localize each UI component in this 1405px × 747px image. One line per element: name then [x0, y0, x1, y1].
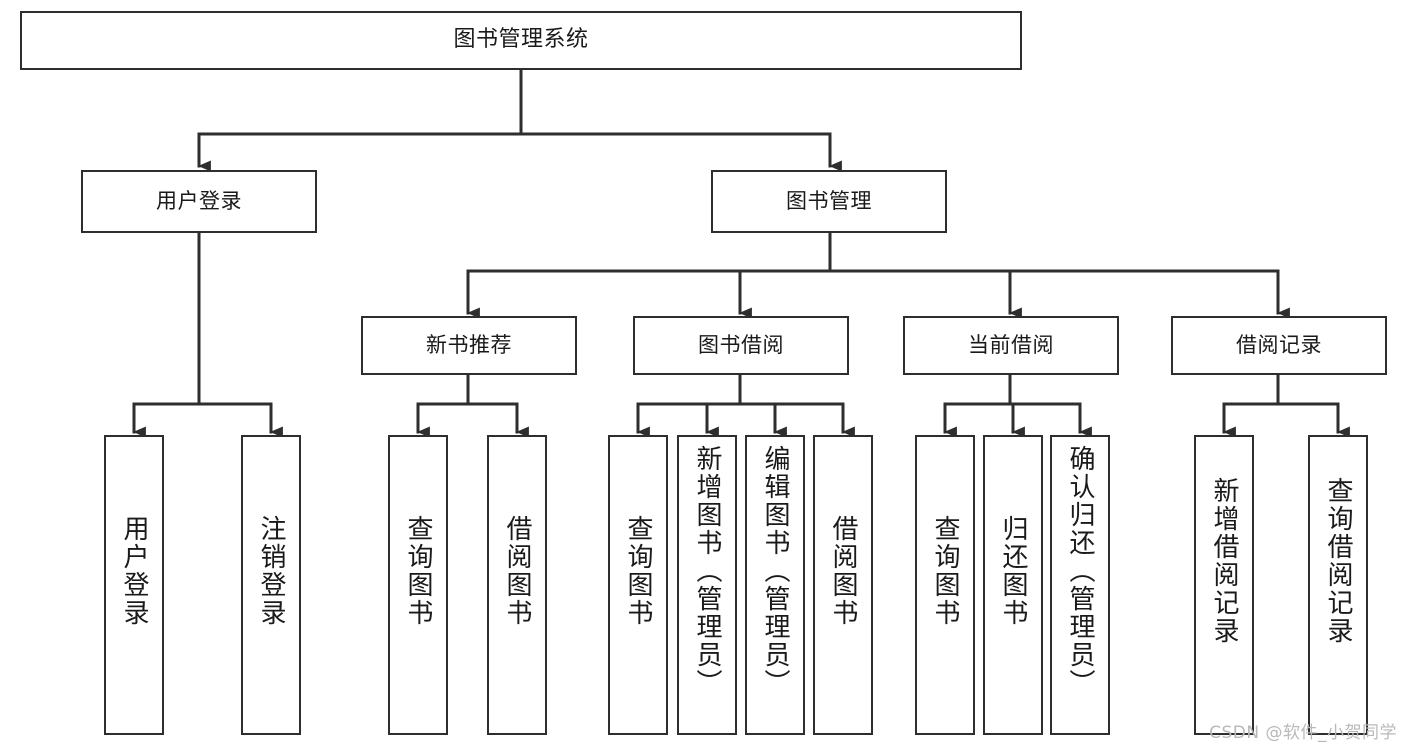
leaf-add-borrow-record[interactable]: 新增借阅记录	[1194, 435, 1254, 735]
leaf-logout-login[interactable]: 注销登录	[241, 435, 301, 735]
node-label: 用户登录	[156, 188, 242, 213]
csdn-watermark: CSDN @软件_小贺同学	[1209, 723, 1397, 743]
leaf-query-book-borrow[interactable]: 查询图书	[608, 435, 668, 735]
node-label: 用户登录	[119, 515, 150, 627]
leaf-borrow-book[interactable]: 借阅图书	[813, 435, 873, 735]
node-label: 注销登录	[256, 515, 287, 627]
node-label: 图书借阅	[698, 332, 784, 357]
node-borrow-record[interactable]: 借阅记录	[1171, 316, 1387, 375]
node-new-book-recommend[interactable]: 新书推荐	[361, 316, 577, 375]
node-label: 归还图书	[998, 515, 1029, 627]
leaf-query-book-recommend[interactable]: 查询图书	[388, 435, 448, 735]
node-book-manage[interactable]: 图书管理	[711, 170, 947, 233]
leaf-edit-book[interactable]: 编辑图书（管理员）	[745, 435, 805, 735]
node-label: 当前借阅	[968, 332, 1054, 357]
node-label: 借阅记录	[1236, 332, 1322, 357]
node-current-borrow[interactable]: 当前借阅	[903, 316, 1119, 375]
leaf-query-book-current[interactable]: 查询图书	[915, 435, 975, 735]
node-label: 图书管理系统	[453, 27, 589, 53]
node-label: 图书管理	[786, 188, 872, 213]
node-label: 借阅图书	[502, 515, 533, 627]
node-label: 确认归还（管理员）	[1065, 445, 1096, 697]
node-label: 查询图书	[403, 515, 434, 627]
node-label: 查询图书	[623, 515, 654, 627]
node-label: 借阅图书	[828, 515, 859, 627]
node-label: 新增图书（管理员）	[692, 445, 723, 697]
node-label: 编辑图书（管理员）	[760, 445, 791, 697]
leaf-add-book[interactable]: 新增图书（管理员）	[677, 435, 737, 735]
leaf-borrow-book-recommend[interactable]: 借阅图书	[487, 435, 547, 735]
node-label: 新增借阅记录	[1209, 477, 1240, 645]
leaf-return-book[interactable]: 归还图书	[983, 435, 1043, 735]
node-user-login[interactable]: 用户登录	[81, 170, 317, 233]
node-label: 查询图书	[930, 515, 961, 627]
leaf-confirm-return[interactable]: 确认归还（管理员）	[1050, 435, 1110, 735]
leaf-user-login[interactable]: 用户登录	[104, 435, 164, 735]
node-label: 新书推荐	[426, 332, 512, 357]
node-root-system[interactable]: 图书管理系统	[20, 11, 1022, 70]
node-book-borrow[interactable]: 图书借阅	[633, 316, 849, 375]
node-label: 查询借阅记录	[1323, 477, 1354, 645]
leaf-query-borrow-record[interactable]: 查询借阅记录	[1308, 435, 1368, 735]
